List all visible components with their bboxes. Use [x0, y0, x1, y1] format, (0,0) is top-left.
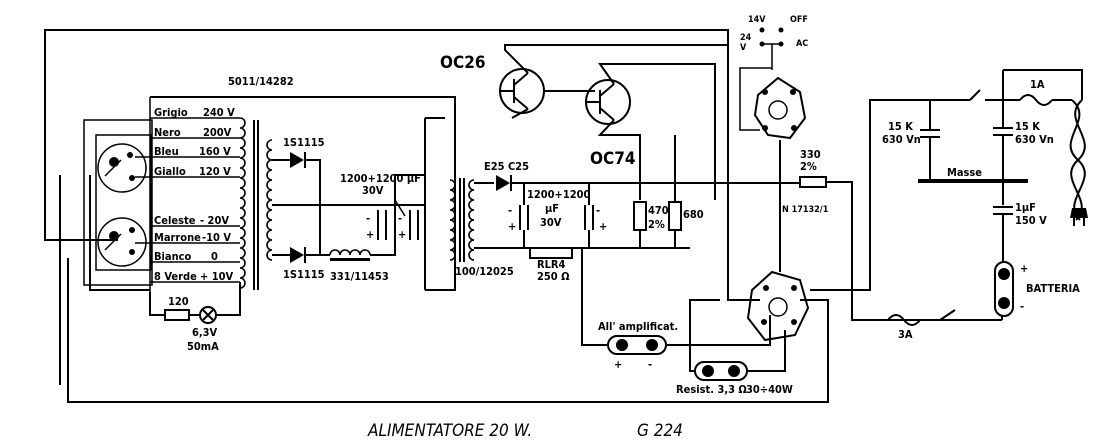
tap-voltage: 200V	[203, 126, 232, 139]
sw-24: 24	[740, 33, 752, 43]
res-120-label: 120	[168, 295, 189, 308]
svg-text:+: +	[366, 228, 374, 241]
tap-name: Giallo	[154, 165, 186, 178]
watt-label: 30÷40W	[746, 383, 793, 396]
res-330-label: 330	[800, 148, 821, 161]
mode-switch: 14V OFF 24 V AC N 17132/1	[739, 15, 829, 342]
svg-text:+: +	[599, 220, 607, 233]
mains-transformer: 5011/14282	[150, 75, 456, 291]
tap-name: Marrone	[154, 231, 201, 244]
sw-14v: 14V	[748, 15, 766, 25]
masse-label: Masse	[947, 166, 982, 179]
output-filter: E25 C25 - + - + 1200+1200 µF 30V	[474, 160, 800, 290]
res-470-label: 470	[648, 204, 669, 217]
tap-voltage: -10 V	[202, 231, 231, 244]
diode-mid-label: E25 C25	[484, 160, 529, 173]
tap-name: Bleu	[154, 145, 179, 158]
voltage-selector	[83, 119, 153, 286]
tap-voltage: + 10V	[200, 270, 234, 283]
tap-name: 8 Verde	[154, 270, 197, 283]
resist-label: Resist. 3,3 Ω	[676, 383, 747, 396]
svg-text:-: -	[366, 212, 370, 225]
cap-left-voltage: 30V	[362, 184, 384, 197]
tap-name: Nero	[154, 126, 181, 139]
sw-ac: AC	[796, 39, 808, 49]
tap-voltage: 0	[211, 250, 218, 263]
transistor-bottom-label: OC74	[590, 149, 636, 169]
cap-mid-voltage: 30V	[540, 216, 562, 229]
outer-wiring	[44, 29, 829, 403]
tap-name: Grigio	[154, 106, 188, 119]
amp-plus: +	[614, 358, 622, 371]
caption-code: G 224	[637, 421, 683, 441]
tap-voltage: 120 V	[199, 165, 231, 178]
res-330-tol: 2%	[800, 160, 817, 173]
resistor-330: 330 2%	[799, 148, 1002, 321]
tap-voltage: 240 V	[203, 106, 235, 119]
cap-mid-value: 1200+1200	[527, 188, 590, 201]
amp-label: All' amplificat.	[598, 320, 678, 333]
transistor-top-label: OC26	[440, 53, 486, 73]
svg-text:+: +	[398, 228, 406, 241]
diode-bottom-label: 1S1115	[283, 268, 325, 281]
diode-top-label: 1S1115	[283, 136, 325, 149]
cap-15k-a: 15 K	[888, 120, 913, 133]
sw-v: V	[740, 43, 747, 53]
bat-minus: -	[1020, 300, 1024, 313]
svg-text:+: +	[508, 220, 516, 233]
tap-voltage: - 20V	[200, 214, 229, 227]
caption: ALIMENTATORE 20 W. G 224	[367, 421, 683, 441]
batteria-label: BATTERIA	[1026, 282, 1080, 295]
cap-left-value: 1200+1200 µF	[340, 172, 421, 185]
cap-15k-b: 15 K	[1015, 120, 1040, 133]
tap-voltage: 160 V	[199, 145, 231, 158]
switch-part-label: N 17132/1	[782, 205, 829, 215]
bias-resistors: 470 2% 680 RLR4 250 Ω	[529, 135, 704, 283]
rectifier: 1S1115 1S1115	[272, 136, 425, 281]
cap-15k-a-v: 630 Vn	[882, 133, 921, 146]
battery-section: 15 K 630 Vn 15 K 630 Vn Masse 1µF 150 V …	[810, 69, 1088, 341]
lamp-current: 50mA	[187, 340, 219, 353]
svg-text:-: -	[398, 212, 402, 225]
cap-15k-b-v: 630 Vn	[1015, 133, 1054, 146]
cap-mid-unit: µF	[545, 202, 559, 215]
tap-name: Bianco	[154, 250, 192, 263]
output-transformer: 100/12025	[425, 117, 514, 278]
cap-1uf: 1µF	[1015, 201, 1036, 214]
rlr4-label: RLR4	[537, 258, 566, 271]
output-connectors: All' amplificat. + - Resist. 3,3 Ω 30÷40…	[581, 290, 793, 396]
amp-minus: -	[648, 358, 652, 371]
bat-plus: +	[1020, 262, 1028, 275]
transistors: OC26 OC74	[440, 44, 728, 200]
filter-stage: 331/11453 1200+1200 µF 30V - + - +	[329, 118, 426, 290]
cap-1uf-v: 150 V	[1015, 214, 1047, 227]
fuse-3a-label: 3A	[898, 328, 913, 341]
pilot-lamp: 120 6,3V 50mA	[149, 282, 241, 353]
fuse-1a-label: 1A	[1030, 78, 1045, 91]
svg-text:-: -	[596, 204, 600, 217]
sw-off: OFF	[790, 15, 808, 25]
transformer-part-label: 5011/14282	[228, 75, 294, 88]
lamp-voltage: 6,3V	[192, 326, 218, 339]
caption-title: ALIMENTATORE 20 W.	[367, 421, 532, 441]
svg-text:-: -	[508, 204, 512, 217]
res-680-label: 680	[683, 208, 704, 221]
tap-name: Celeste	[154, 214, 196, 227]
rlr4-value: 250 Ω	[537, 270, 570, 283]
res-470-tol: 2%	[648, 218, 665, 231]
output-transformer-label: 100/12025	[455, 265, 514, 278]
choke-label: 331/11453	[330, 270, 389, 283]
transformer-taps: Grigio Nero Bleu Giallo Celeste Marrone …	[135, 97, 240, 292]
